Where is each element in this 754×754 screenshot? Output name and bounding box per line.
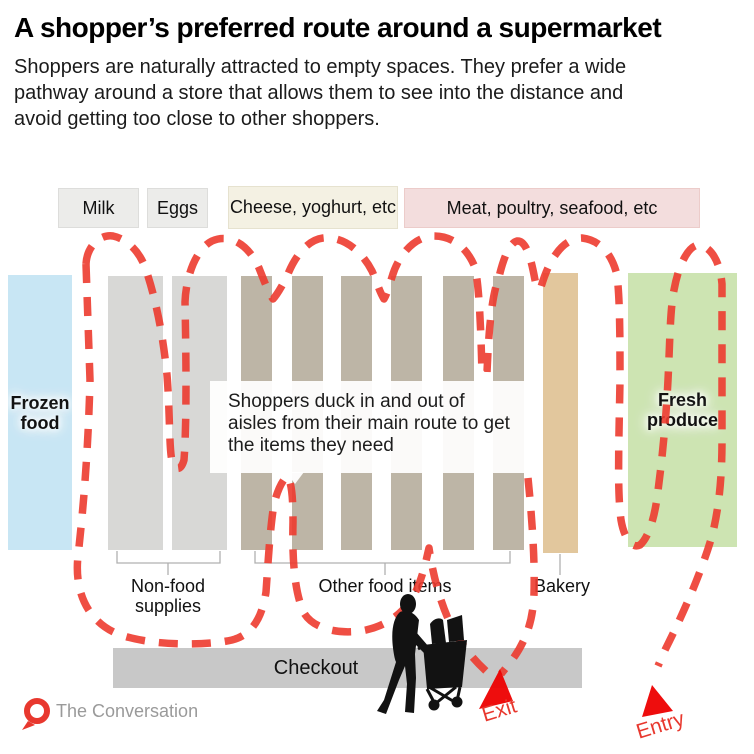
annotation-bubble-notch-top	[474, 370, 492, 382]
subtitle: Shoppers are naturally attracted to empt…	[14, 56, 627, 130]
bakery-aisle	[543, 273, 578, 553]
annotation-bubble-notch-bottom	[286, 472, 304, 484]
conversation-logo-icon	[22, 698, 50, 730]
bakery-label: Bakery	[533, 576, 591, 596]
route-path-left-loop	[73, 263, 490, 675]
annotation-bubble: Shoppers duck in and out of aisles from …	[210, 381, 525, 473]
brand-name: The Conversation	[56, 701, 199, 721]
group-brackets	[116, 551, 561, 575]
entry-arrow-icon	[642, 685, 673, 717]
shopper-with-cart-icon	[377, 594, 467, 714]
shelf-label-meat-poultry-seafood: Meat, poultry, seafood, etc	[404, 188, 700, 228]
shelf-label-cheese-yoghurt: Cheese, yoghurt, etc	[228, 186, 398, 229]
route-path-exit-branch	[498, 477, 538, 677]
shelf-label-milk: Milk	[58, 188, 139, 228]
non-food-aisle	[108, 276, 163, 550]
non-food-supplies-label: Non-food supplies	[130, 576, 206, 616]
frozen-food-label: Frozen food	[10, 392, 70, 433]
route-path-top-arches	[82, 232, 486, 473]
bracket-non-food	[116, 551, 221, 575]
page-title: A shopper’s preferred route around a sup…	[14, 12, 662, 43]
exit-arrow-icon	[479, 669, 513, 709]
frozen-food-zone: Frozen food	[8, 275, 72, 550]
shelf-label-eggs: Eggs	[147, 188, 208, 228]
checkout-label: Checkout	[273, 657, 359, 679]
bracket-other-food	[254, 551, 511, 575]
shopper-route	[73, 232, 726, 677]
